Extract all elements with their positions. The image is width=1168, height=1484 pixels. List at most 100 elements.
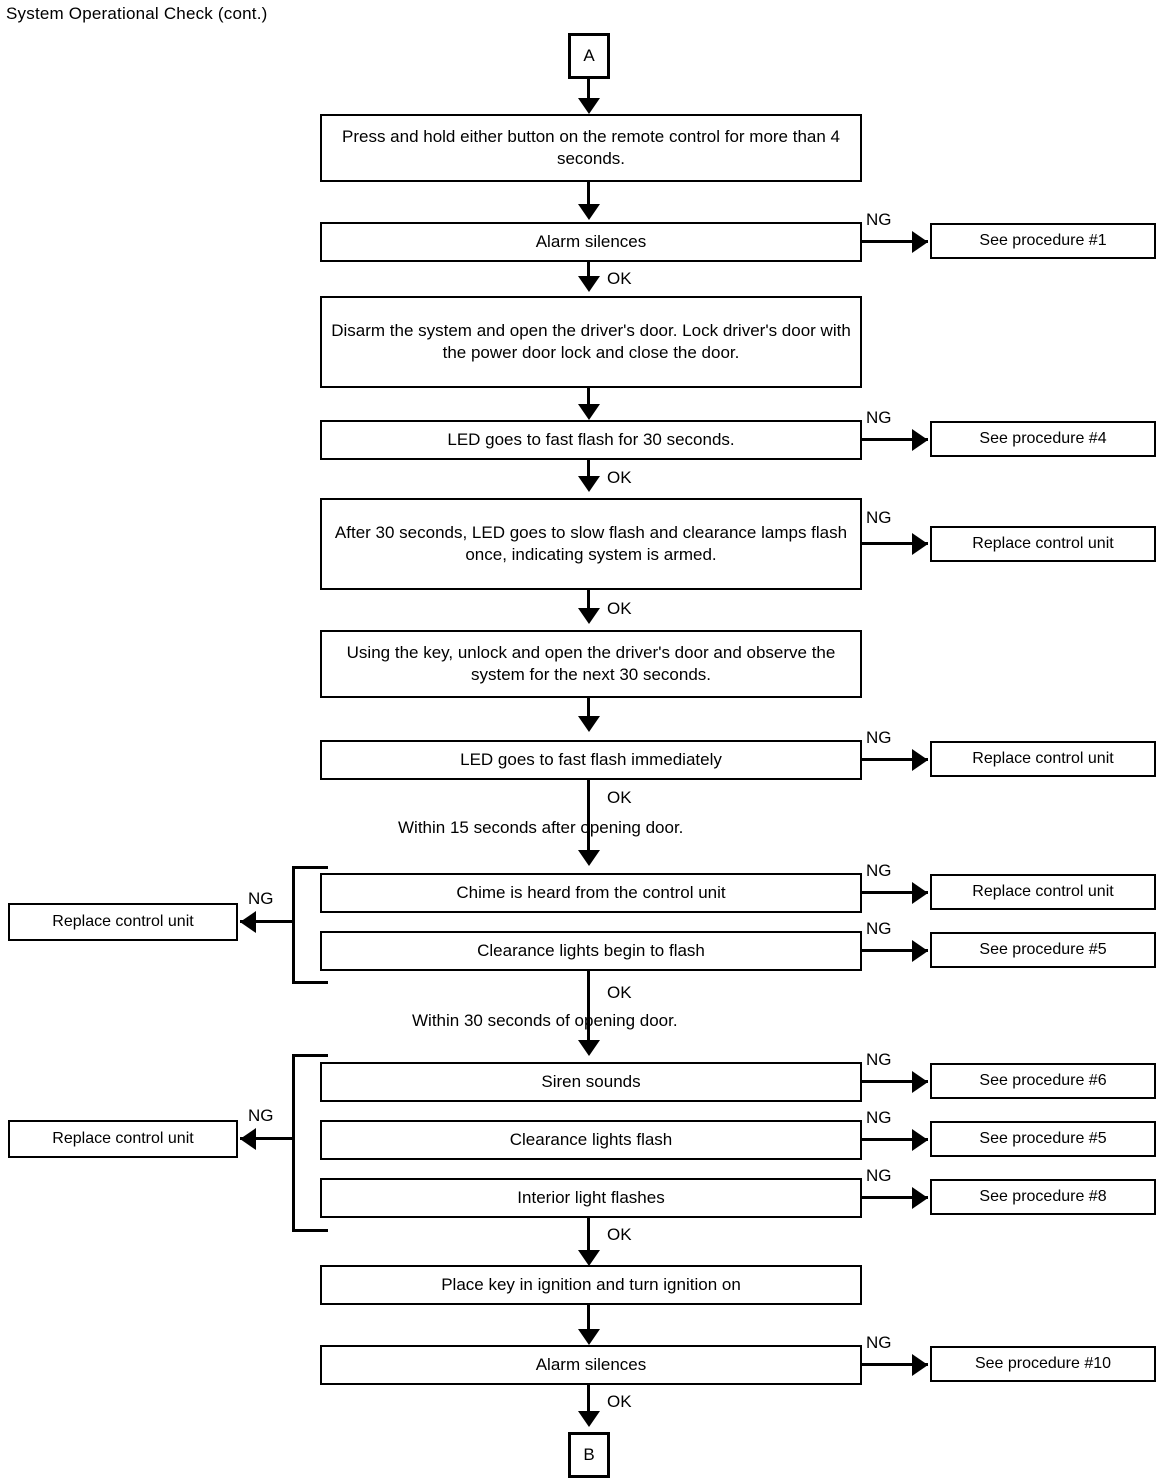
connector-group30-to-placekey [587, 1218, 590, 1258]
edge-label-ok-ledimm: OK [607, 788, 632, 807]
step-clearance-begin: Clearance lights begin to flash [320, 931, 862, 971]
arrowhead-ng-interior [912, 1187, 928, 1209]
group-15s-bracket-spine [292, 866, 295, 984]
ng-line-ledfast30 [862, 438, 928, 441]
step-chime: Chime is heard from the control unit [320, 873, 862, 913]
arrowhead-after30-to-usingkey [578, 608, 600, 624]
ng-line-clearance-begin [862, 949, 928, 952]
group-15s-bracket-top [292, 866, 328, 869]
out-left-replace-2: Replace control unit [8, 1120, 238, 1158]
edge-label-ng-alarm1: NG [866, 210, 892, 229]
arrowhead-disarm-to-ledfast30 [578, 404, 600, 420]
ng-line-interior [862, 1196, 928, 1199]
connector-alarm1-to-disarm [587, 262, 590, 284]
edge-label-ng-interior: NG [866, 1166, 892, 1185]
step-led-fast-imm: LED goes to fast flash immediately [320, 740, 862, 780]
arrowhead-ng-ledimm [912, 749, 928, 771]
group-30s-bracket-bottom [292, 1229, 328, 1232]
out-proc-6: See procedure #6 [930, 1063, 1156, 1099]
out-proc-8: See procedure #8 [930, 1179, 1156, 1215]
page-title: System Operational Check (cont.) [6, 4, 268, 23]
arrowhead-ledfast30-to-after30 [578, 476, 600, 492]
out-replace-1: Replace control unit [930, 526, 1156, 562]
edge-label-ok-group-30s: OK [607, 1225, 632, 1244]
out-replace-2: Replace control unit [930, 741, 1156, 777]
out-proc-10: See procedure #10 [930, 1346, 1156, 1382]
out-left-replace-1: Replace control unit [8, 903, 238, 941]
arrowhead-ng-alarm2 [912, 1354, 928, 1376]
connector-disarm-to-ledfast30 [587, 388, 590, 410]
ng-line-siren [862, 1080, 928, 1083]
arrowhead-alarm2-to-b [578, 1411, 600, 1427]
arrowhead-placekey-to-alarm2 [578, 1329, 600, 1345]
out-proc-4: See procedure #4 [930, 421, 1156, 457]
step-using-key: Using the key, unlock and open the drive… [320, 630, 862, 698]
ng-line-alarm1 [862, 240, 928, 243]
edge-label-ng-after30: NG [866, 508, 892, 527]
arrowhead-group-30s-left [240, 1128, 256, 1150]
step-place-key: Place key in ignition and turn ignition … [320, 1265, 862, 1305]
edge-label-ok-ledfast30: OK [607, 468, 632, 487]
edge-label-ng-group-15s: NG [248, 889, 274, 908]
connector-group15-to-group30 [587, 971, 590, 1046]
connector-placekey-to-alarm2 [587, 1305, 590, 1337]
edge-label-ng-chime: NG [866, 861, 892, 880]
note-15s: Within 15 seconds after opening door. [398, 818, 684, 837]
step-after-30: After 30 seconds, LED goes to slow flash… [320, 498, 862, 590]
arrowhead-group15-to-group30 [578, 1040, 600, 1056]
arrowhead-group-15s-left [240, 911, 256, 933]
connector-a-to-press [587, 79, 590, 103]
edge-label-ok-alarm1: OK [607, 269, 632, 288]
edge-label-ng-alarm2: NG [866, 1333, 892, 1352]
edge-label-ng-group-30s: NG [248, 1106, 274, 1125]
out-proc-5b: See procedure #5 [930, 1121, 1156, 1157]
step-interior: Interior light flashes [320, 1178, 862, 1218]
arrowhead-ng-ledfast30 [912, 429, 928, 451]
arrowhead-ng-siren [912, 1071, 928, 1093]
arrowhead-a-to-press [578, 98, 600, 114]
edge-label-ok-group-15s: OK [607, 983, 632, 1002]
step-alarm-silences-2: Alarm silences [320, 1345, 862, 1385]
group-30s-bracket-spine [292, 1054, 295, 1232]
step-led-fast-30: LED goes to fast flash for 30 seconds. [320, 420, 862, 460]
edge-label-ng-ledimm: NG [866, 728, 892, 747]
step-alarm-silences-1: Alarm silences [320, 222, 862, 262]
group-30s-bracket-top [292, 1054, 328, 1057]
out-proc-1: See procedure #1 [930, 223, 1156, 259]
step-press-hold: Press and hold either button on the remo… [320, 114, 862, 182]
edge-label-ng-clearance-begin: NG [866, 919, 892, 938]
terminator-a: A [568, 33, 610, 79]
connector-after30-to-usingkey [587, 590, 590, 616]
step-siren: Siren sounds [320, 1062, 862, 1102]
out-proc-5a: See procedure #5 [930, 932, 1156, 968]
arrowhead-press-to-alarm1 [578, 204, 600, 220]
arrowhead-ng-after30 [912, 533, 928, 555]
edge-label-ng-clearance-flash: NG [866, 1108, 892, 1127]
edge-label-ng-ledfast30: NG [866, 408, 892, 427]
connector-usingkey-to-ledimm [587, 698, 590, 722]
group-15s-ng-line-left [240, 920, 295, 923]
connector-press-to-alarm1 [587, 182, 590, 208]
ng-line-ledimm [862, 758, 928, 761]
ng-line-after30 [862, 542, 928, 545]
arrowhead-ledimm-to-group15 [578, 850, 600, 866]
arrowhead-ng-chime [912, 882, 928, 904]
arrowhead-ng-clearance-flash [912, 1129, 928, 1151]
terminator-b: B [568, 1432, 610, 1478]
connector-alarm2-to-b [587, 1385, 590, 1421]
group-15s-bracket-bottom [292, 981, 328, 984]
edge-label-ok-after30: OK [607, 599, 632, 618]
arrowhead-group30-to-placekey [578, 1250, 600, 1266]
ng-line-alarm2 [862, 1363, 928, 1366]
edge-label-ng-siren: NG [866, 1050, 892, 1069]
arrowhead-ng-alarm1 [912, 231, 928, 253]
ng-line-clearance-flash [862, 1138, 928, 1141]
note-30s: Within 30 seconds of opening door. [412, 1011, 678, 1030]
arrowhead-ng-clearance-begin [912, 940, 928, 962]
arrowhead-alarm1-to-disarm [578, 276, 600, 292]
connector-ledimm-to-group15 [587, 780, 590, 856]
edge-label-ok-alarm2: OK [607, 1392, 632, 1411]
connector-ledfast30-to-after30 [587, 460, 590, 484]
step-clearance-flash: Clearance lights flash [320, 1120, 862, 1160]
